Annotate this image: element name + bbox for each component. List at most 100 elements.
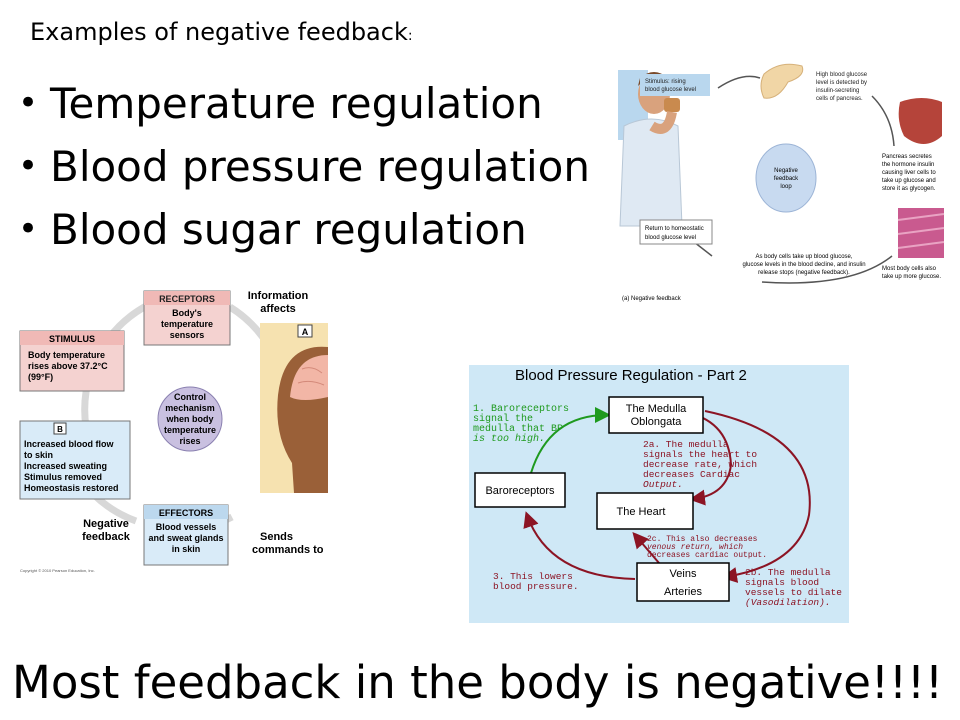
liver-text: causing liver cells to: [882, 170, 936, 176]
bullet-item: Temperature regulation: [18, 72, 590, 135]
step2b-text: signals blood: [745, 577, 819, 588]
pancreas-text: High blood glucose: [816, 72, 868, 78]
step2c-text: decreases cardiac output.: [647, 551, 767, 560]
negative-feedback-text: feedback: [82, 531, 131, 543]
effectors-text: and sweat glands: [148, 533, 223, 543]
slide-heading-colon: :: [407, 28, 413, 44]
arrow-vessels-to-heart: [632, 531, 660, 564]
step1-text: is too high.: [473, 433, 545, 445]
receptors-text: sensors: [170, 330, 205, 340]
veins-text: Veins: [670, 568, 697, 580]
muscle-text: take up more glucose.: [882, 274, 941, 280]
center-loop-text: Negative: [774, 168, 798, 174]
negative-feedback-text: Negative: [83, 518, 129, 530]
step3-text: blood pressure.: [493, 581, 579, 592]
temperature-feedback-figure: A RECEPTORS Body's temperature sensors I…: [19, 290, 328, 573]
response-text: Increased blood flow: [24, 439, 115, 449]
decline-text: glucose levels in the blood decline, and…: [742, 262, 865, 268]
step2a-text: 2a. The medulla: [643, 439, 729, 450]
medulla-box: [608, 396, 704, 434]
decline-text: As body cells take up blood glucose,: [755, 254, 852, 260]
bullet-item: Blood pressure regulation: [18, 135, 590, 198]
response-text: to skin: [24, 450, 53, 460]
blood-pressure-figure: Blood Pressure Regulation - Part 2 1. Ba…: [469, 365, 849, 623]
label-a: A: [302, 327, 309, 337]
stimulus-title: STIMULUS: [49, 334, 95, 344]
heart-text: The Heart: [617, 506, 666, 518]
glucose-caption: (a) Negative feedback: [622, 296, 682, 302]
arrow-medulla-to-vessels: [704, 410, 811, 583]
sends-text: Sends: [260, 531, 293, 543]
control-text: rises: [179, 436, 200, 446]
medulla-text: The Medulla: [626, 403, 687, 415]
stimulus-text: Body temperature: [28, 350, 105, 360]
step1-text: medulla that BP: [473, 423, 563, 435]
receptors-text: Body's: [172, 308, 202, 318]
step1-text: 1. Baroreceptors: [473, 404, 569, 415]
step2a-text: Output.: [643, 479, 683, 490]
return-text: Return to homeostatic: [645, 226, 704, 232]
sends-text: commands to: [252, 544, 324, 556]
step2c-text: venous return, which: [647, 543, 743, 552]
center-loop-text: loop: [780, 184, 792, 190]
loop-arrow: [761, 255, 893, 284]
return-text: blood glucose level: [645, 235, 696, 241]
response-text: Homeostasis restored: [24, 483, 119, 493]
control-text: temperature: [164, 425, 216, 435]
receptors-title: RECEPTORS: [159, 294, 215, 304]
step1-text: signal the: [473, 413, 533, 425]
stimulus-label-box: [640, 74, 710, 96]
step2b-text: vessels to dilate: [745, 587, 842, 598]
liver-text: store it as glycogen.: [882, 186, 936, 192]
arrow-medulla-to-heart: [688, 412, 733, 506]
stimulus-text: blood glucose level: [645, 87, 696, 93]
arrow-baro-to-medulla: [530, 407, 611, 474]
slide-heading: Examples of negative feedback:: [30, 18, 413, 46]
loop-arrow: [871, 95, 895, 147]
stimulus-text: rises above 37.2°C: [28, 361, 108, 371]
baroreceptors-box: [474, 472, 566, 508]
copyright-text: Copyright © 2010 Pearson Education, Inc.: [20, 568, 95, 573]
return-box: [639, 219, 713, 245]
effectors-title: EFFECTORS: [159, 508, 213, 518]
pancreas-text: insulin-secreting: [816, 88, 859, 94]
response-box: [19, 420, 131, 500]
step2b-text: (Vasodilation).: [745, 597, 831, 608]
arrow-vessels-to-baro: [523, 511, 636, 580]
response-text: Increased sweating: [24, 461, 107, 471]
arteries-text: Arteries: [664, 586, 702, 598]
step2b-text: 2b. The medulla: [745, 567, 831, 578]
label-a-box: [297, 324, 313, 338]
decline-text: release stops (negative feedback).: [758, 270, 850, 276]
step2c-text: 2c. This also decreases: [647, 535, 758, 544]
label-b: B: [57, 425, 63, 434]
response-text: Stimulus removed: [24, 472, 102, 482]
stimulus-text: (99°F): [28, 372, 53, 382]
footer-statement: Most feedback in the body is negative!!!…: [12, 656, 944, 709]
step3-text: 3. This lowers: [493, 571, 573, 582]
pancreas-illustration: [760, 63, 804, 99]
step2a-text: decreases Cardiac: [643, 469, 740, 480]
liver-text: Pancreas secretes: [882, 154, 932, 160]
liver-illustration: [898, 98, 942, 144]
heart-box: [596, 492, 694, 530]
control-text: Control: [174, 392, 206, 402]
bullet-list: Temperature regulation Blood pressure re…: [18, 72, 590, 261]
muscle-text: Most body cells also: [882, 266, 937, 272]
step2a-text: decrease rate, which: [643, 459, 757, 470]
veins-arteries-box: [636, 562, 730, 602]
effectors-text: Blood vessels: [156, 522, 217, 532]
liver-text: take up glucose and: [882, 178, 936, 184]
information-text: Information: [248, 290, 309, 302]
receptors-text: temperature: [161, 319, 213, 329]
control-text: mechanism: [165, 403, 215, 413]
human-head-illustration: [277, 346, 328, 493]
stimulus-text: Stimulus: rising: [645, 79, 686, 85]
baroreceptors-text: Baroreceptors: [485, 485, 555, 497]
control-text: when body: [166, 414, 214, 424]
pancreas-text: level is detected by: [816, 80, 867, 86]
bp-title: Blood Pressure Regulation - Part 2: [515, 367, 747, 384]
label-b-box: [53, 422, 67, 435]
control-mechanism-circle: [157, 386, 223, 452]
bullet-item: Blood sugar regulation: [18, 198, 590, 261]
